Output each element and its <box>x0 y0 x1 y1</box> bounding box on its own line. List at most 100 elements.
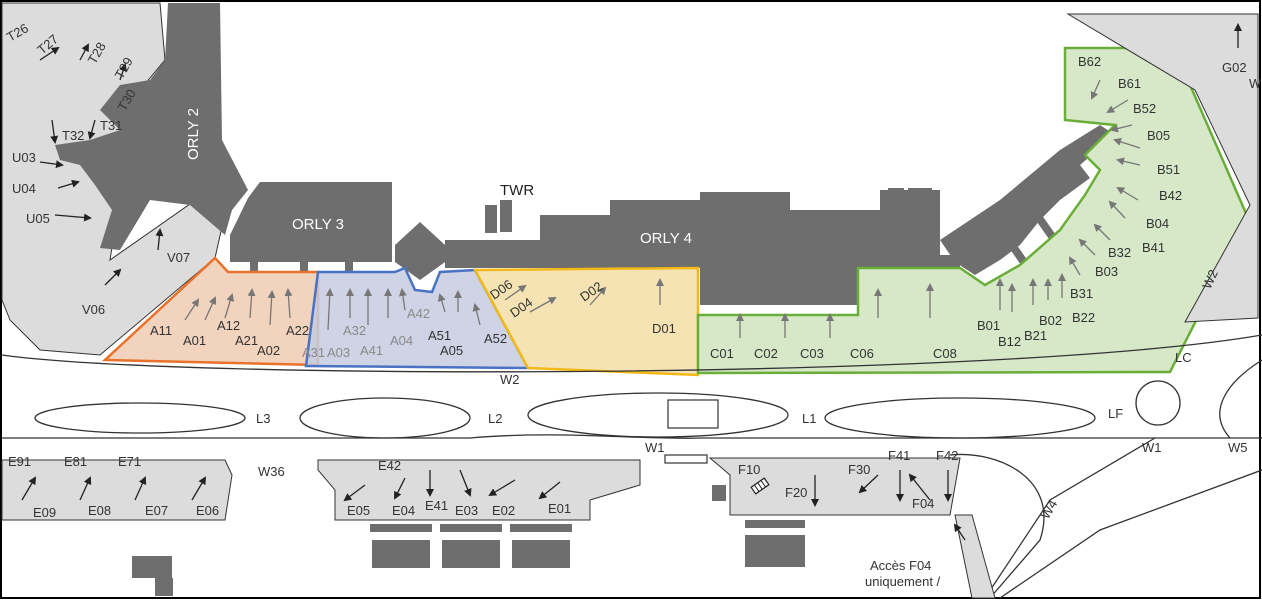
stand-C01: C01 <box>710 346 734 361</box>
stand-E04: E04 <box>392 503 415 518</box>
south-bld-1 <box>370 524 432 532</box>
taxiway-w1-mid: W1 <box>645 440 665 455</box>
stand-F10: F10 <box>738 462 760 477</box>
stand-E08: E08 <box>88 503 111 518</box>
orly4-label: ORLY 4 <box>640 230 692 247</box>
zone-a-east <box>304 266 531 370</box>
stand-F30: F30 <box>848 462 870 477</box>
south-bld-2 <box>440 524 502 532</box>
stand-A41: A41 <box>360 343 383 358</box>
stand-G02: G02 <box>1222 60 1247 75</box>
connector-hub <box>395 222 445 280</box>
tower-block-2 <box>500 200 512 232</box>
bridge-top <box>667 399 719 429</box>
stand-B21: B21 <box>1024 328 1047 343</box>
orly3-jetway-1 <box>250 260 258 272</box>
f10-aircraft-icon <box>750 477 770 495</box>
stand-A21: A21 <box>235 333 258 348</box>
stand-A05: A05 <box>440 343 463 358</box>
stand-V07: V07 <box>167 250 190 265</box>
stand-A31: A31 <box>302 345 325 360</box>
orly2-label: ORLY 2 <box>185 108 202 160</box>
stand-U03: U03 <box>12 150 36 165</box>
taxiway-w4-edge-3 <box>949 453 1045 599</box>
south-bld-6 <box>512 540 570 568</box>
stand-B52: B52 <box>1133 101 1156 116</box>
stand-T32: T32 <box>62 128 84 143</box>
orly3-jetway-3 <box>345 260 353 272</box>
stand-F04: F04 <box>912 496 934 511</box>
tower-block-1 <box>485 205 497 233</box>
stand-E81: E81 <box>64 454 87 469</box>
stand-B05: B05 <box>1147 128 1170 143</box>
stand-E41: E41 <box>425 498 448 513</box>
stand-F41: F41 <box>888 448 910 463</box>
orly4-building <box>445 190 960 305</box>
stand-A32: A32 <box>343 323 366 338</box>
taxiway-w-top: W <box>1249 76 1262 91</box>
bridge-bottom <box>664 454 708 464</box>
stand-A04: A04 <box>390 333 413 348</box>
taxiway-w4-edge-2 <box>999 469 1262 599</box>
stand-C02: C02 <box>754 346 778 361</box>
stand-B03: B03 <box>1095 264 1118 279</box>
island-l1-left <box>527 392 789 438</box>
island-l1-right <box>824 397 1096 439</box>
stand-A42: A42 <box>407 306 430 321</box>
taxiway-w5-edge <box>1219 359 1262 439</box>
stand-B31: B31 <box>1070 286 1093 301</box>
zone-d <box>472 266 700 377</box>
taxiway-l3: L3 <box>256 411 270 426</box>
stand-D01: D01 <box>652 321 676 336</box>
island-l2 <box>299 397 471 439</box>
stand-A03: A03 <box>327 345 350 360</box>
taxiway-l2: L2 <box>488 411 502 426</box>
stand-A22: A22 <box>286 323 309 338</box>
stand-B32: B32 <box>1108 245 1131 260</box>
stand-B62: B62 <box>1078 54 1101 69</box>
stand-F42: F42 <box>936 448 958 463</box>
taxiway-w36: W36 <box>258 464 285 479</box>
stand-A51: A51 <box>428 328 451 343</box>
stand-B61: B61 <box>1118 76 1141 91</box>
zone-stand-arrows <box>184 79 1141 338</box>
south-bld-8 <box>745 535 805 567</box>
south-bld-11 <box>155 578 173 596</box>
f04-access-apron <box>954 514 996 599</box>
taxiway-w4-edge-1 <box>984 437 1156 599</box>
stand-B04: B04 <box>1146 216 1169 231</box>
e-mid-apron <box>317 459 641 521</box>
south-bld-10 <box>132 556 172 578</box>
stand-F20: F20 <box>785 485 807 500</box>
taxiway-w2-right: W2 <box>1199 267 1221 291</box>
main-taxiway-edge-north <box>1 334 1262 373</box>
access-note-line1: Accès F04 <box>870 558 931 573</box>
stand-B22: B22 <box>1072 310 1095 325</box>
stand-E71: E71 <box>118 454 141 469</box>
stand-U04: U04 <box>12 181 36 196</box>
stand-E01: E01 <box>548 501 571 516</box>
tower-label: TWR <box>500 182 534 199</box>
taxiway-l1: L1 <box>802 411 816 426</box>
stand-B01: B01 <box>977 318 1000 333</box>
south-bld-4 <box>372 540 430 568</box>
stand-T31: T31 <box>100 118 122 133</box>
south-bld-9 <box>712 485 726 501</box>
orly3-jetway-2 <box>300 260 308 272</box>
orly4-block-1 <box>888 188 904 224</box>
island-west <box>34 402 246 434</box>
stand-B41: B41 <box>1142 240 1165 255</box>
e-west-apron <box>1 459 233 521</box>
stand-C06: C06 <box>850 346 874 361</box>
stand-B02: B02 <box>1039 313 1062 328</box>
stand-labels-south: E91 E81 E71 E09 E08 E07 E06 E42 E05 E04 … <box>8 448 958 520</box>
orly4-block-2 <box>908 188 932 224</box>
taxiway-lf: LF <box>1108 406 1123 421</box>
access-note-line2: uniquement / <box>865 574 941 589</box>
orly3-label: ORLY 3 <box>292 216 344 233</box>
orly3-building <box>230 182 392 262</box>
stand-E09: E09 <box>33 505 56 520</box>
stand-U05: U05 <box>26 211 50 226</box>
northeast-apron <box>1066 13 1259 323</box>
b-pier-finger-1 <box>1029 206 1059 244</box>
